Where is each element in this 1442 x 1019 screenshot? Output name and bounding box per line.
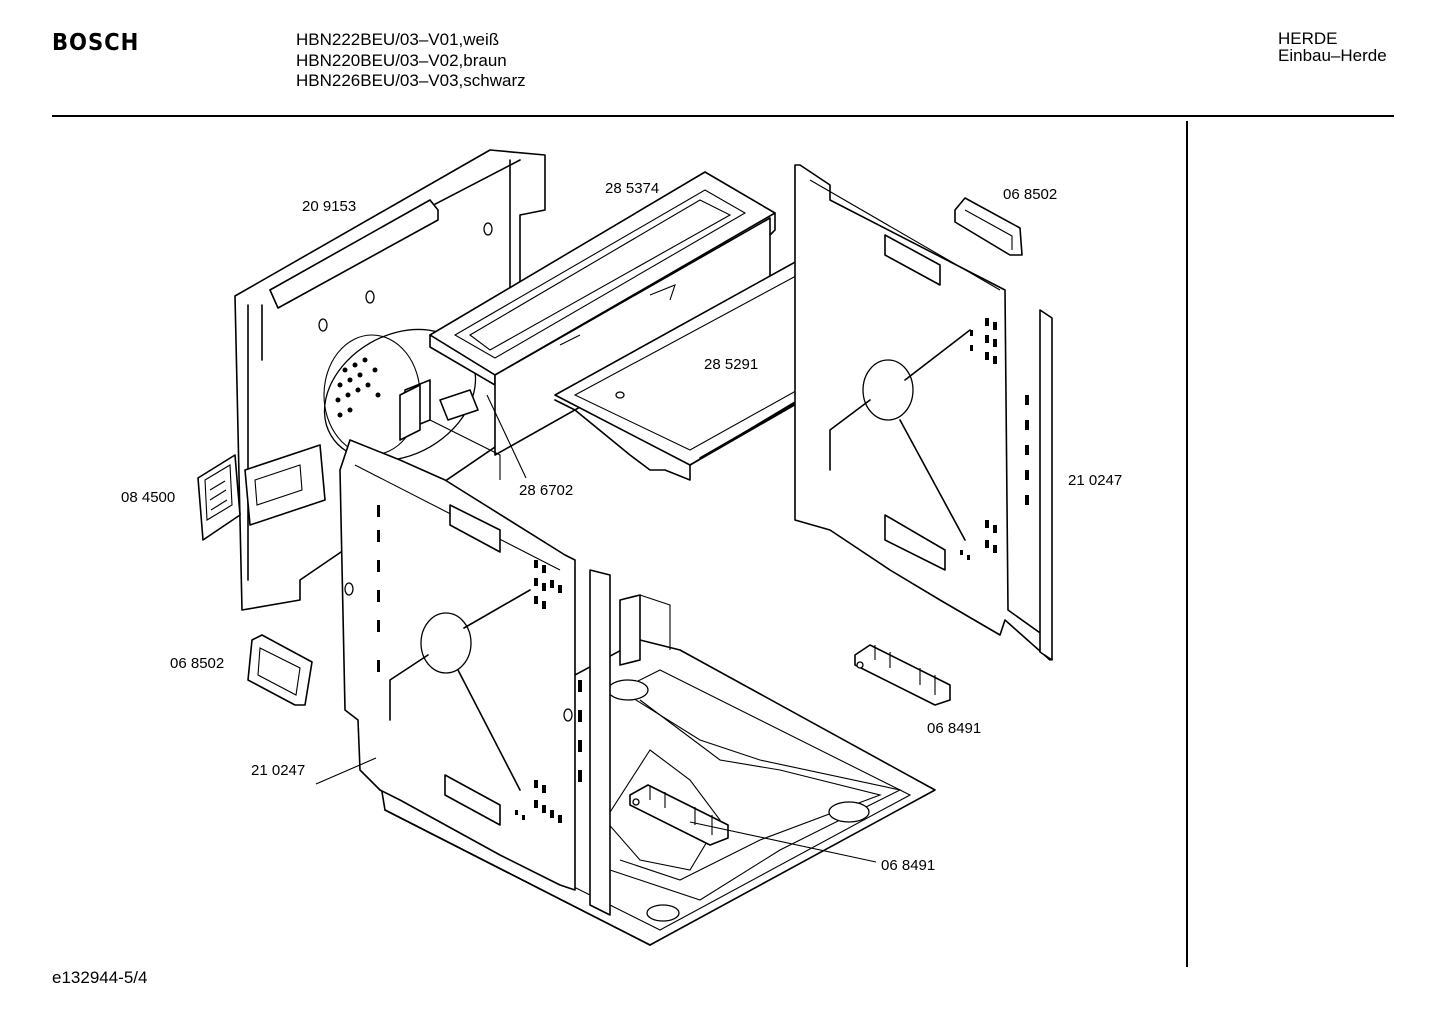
model-list: HBN222BEU/03–V01,weiß HBN220BEU/03–V02,b… [296, 30, 526, 92]
part-label: 06 8502 [170, 655, 225, 672]
model-line: HBN220BEU/03–V02,braun [296, 50, 507, 70]
part-label: 06 8491 [927, 720, 982, 737]
category-subtitle: Einbau–Herde [1278, 46, 1387, 65]
diagram-id: e132944-5/4 [52, 968, 148, 987]
brand-logo: BOSCH [52, 30, 140, 56]
part-label: 28 5291 [704, 356, 759, 373]
part-label: 21 0247 [251, 762, 306, 779]
model-line: HBN222BEU/03–V01,weiß [296, 30, 500, 49]
part-label: 20 9153 [302, 198, 357, 215]
category-title: HERDE [1278, 29, 1338, 48]
left-side-wall-part [339, 439, 611, 916]
header-divider [52, 115, 1394, 117]
connector-part [197, 444, 326, 541]
bulb-cover-left-part [247, 634, 313, 706]
model-line: HBN226BEU/03–V03,schwarz [296, 71, 526, 90]
category-block: HERDE Einbau–Herde [1278, 30, 1387, 64]
part-label: 28 6702 [519, 482, 574, 499]
part-label: 06 8491 [881, 857, 936, 874]
part-label: 06 8502 [1003, 186, 1058, 203]
leader-lines [315, 394, 877, 863]
right-side-wall-part [794, 164, 1053, 661]
bracket-part [399, 384, 479, 441]
bulb-cover-top-part [954, 197, 1023, 256]
shelf-support-bottom-part [629, 784, 729, 846]
part-label: 08 4500 [121, 489, 176, 506]
side-divider [1186, 121, 1188, 967]
part-label: 28 5374 [605, 180, 660, 197]
part-label: 21 0247 [1068, 472, 1123, 489]
shelf-support-right-part [854, 644, 951, 706]
